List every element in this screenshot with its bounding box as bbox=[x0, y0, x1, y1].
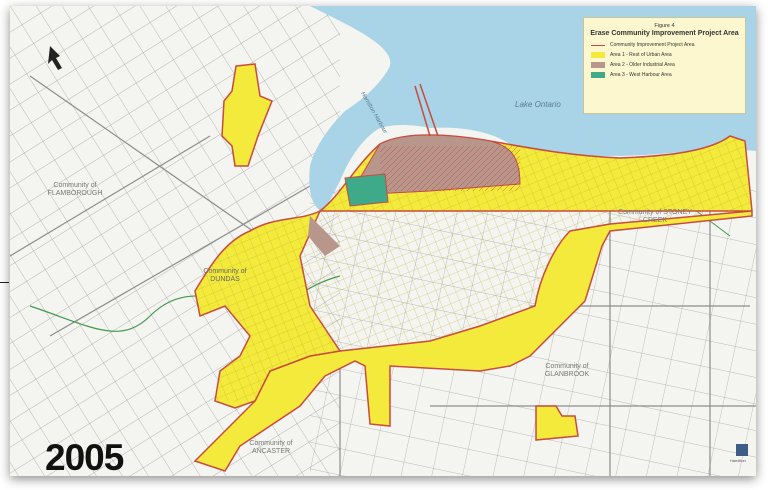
edge-marker bbox=[0, 282, 9, 283]
legend-swatch-boundary bbox=[591, 44, 605, 46]
legend-label-area2: Area 2 - Older Industrial Area bbox=[610, 62, 675, 68]
hamilton-logo-icon bbox=[736, 444, 748, 456]
ancaster-label: Community of ANCASTER bbox=[249, 440, 293, 455]
legend-swatch-area2 bbox=[591, 62, 605, 68]
year-label: 2005 bbox=[45, 437, 124, 477]
area1-glanbrook-parcel bbox=[535, 405, 579, 441]
flamborough-label: Community of FLAMBOROUGH bbox=[47, 182, 103, 197]
north-arrow-icon bbox=[48, 46, 62, 70]
major-roads bbox=[10, 75, 756, 476]
area2-parcel-west bbox=[308, 216, 340, 256]
lake-ontario-label: Lake Ontario bbox=[515, 100, 561, 109]
legend-item-boundary: Community Improvement Project Area bbox=[591, 42, 745, 48]
area3-west-harbour bbox=[344, 173, 389, 207]
harbour-piers bbox=[414, 83, 439, 137]
legend-label-area1: Area 1 - Rest of Urban Area bbox=[610, 52, 672, 58]
city-streets bbox=[195, 135, 752, 401]
stoney-creek-label: Community of STONEY CREEK bbox=[618, 209, 692, 224]
map-frame: Lake Ontario Hamilton Harbour Community … bbox=[10, 6, 756, 476]
map-legend: Figure 4 Erase Community Improvement Pro… bbox=[583, 17, 746, 114]
dundas-label: Community of DUNDAS bbox=[203, 268, 247, 283]
legend-figure-number: Figure 4 bbox=[654, 23, 675, 29]
legend-label-area3: Area 3 - West Harbour Area bbox=[610, 72, 672, 78]
logo-caption: Hamilton bbox=[730, 458, 746, 463]
legend-label-boundary: Community Improvement Project Area bbox=[610, 42, 695, 48]
legend-item-area2: Area 2 - Older Industrial Area bbox=[591, 62, 745, 68]
legend-item-area1: Area 1 - Rest of Urban Area bbox=[591, 52, 745, 58]
glanbrook-label: Community of GLANBROOK bbox=[544, 363, 590, 378]
area1-north bbox=[221, 63, 273, 167]
area2-hatching bbox=[380, 146, 520, 191]
legend-title: Erase Community Improvement Project Area bbox=[590, 30, 739, 37]
legend-swatch-area1 bbox=[591, 52, 605, 58]
legend-swatch-area3 bbox=[591, 72, 605, 78]
legend-item-area3: Area 3 - West Harbour Area bbox=[591, 72, 745, 78]
